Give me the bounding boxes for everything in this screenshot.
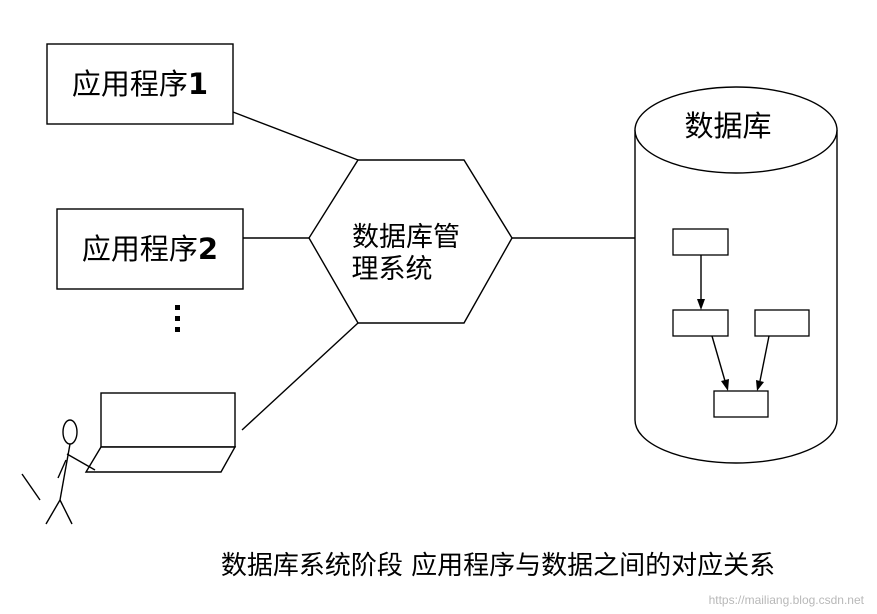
ellipsis-icon	[175, 305, 180, 332]
arrowhead-icon	[721, 379, 729, 391]
data-node-middle-right	[754, 309, 810, 337]
diagram-caption: 数据库系统阶段 应用程序与数据之间的对应关系	[221, 551, 775, 581]
app-box-2: 应用程序2	[56, 208, 244, 290]
data-arrow-right-to-bottom	[759, 335, 770, 382]
connectors	[232, 111, 635, 431]
data-node-top	[672, 228, 729, 256]
arrowhead-icon	[756, 380, 764, 391]
connector-app1-dbms	[232, 111, 359, 161]
data-structure	[672, 228, 810, 418]
data-node-bottom	[713, 390, 769, 418]
watermark-text: https://mailiang.blog.csdn.net	[709, 593, 865, 607]
dbms-hexagon: 数据库管 理系统	[308, 159, 513, 324]
database-label: 数据库	[684, 109, 771, 143]
dbms-label-line2: 理系统	[352, 254, 433, 285]
app-label-2: 应用程序2	[82, 232, 218, 266]
database-cylinder: 数据库	[634, 86, 838, 464]
connector-terminal-dbms	[241, 322, 359, 431]
app-label-1: 应用程序1	[72, 67, 208, 101]
data-node-middle-left	[672, 309, 729, 337]
app-box-1: 应用程序1	[46, 43, 234, 125]
dbms-label-line1: 数据库管	[352, 222, 460, 253]
user-figure-icon	[21, 419, 96, 525]
arrowhead-icon	[697, 299, 705, 310]
data-arrow-left-to-bottom	[711, 335, 726, 382]
terminal-icon	[84, 392, 237, 473]
